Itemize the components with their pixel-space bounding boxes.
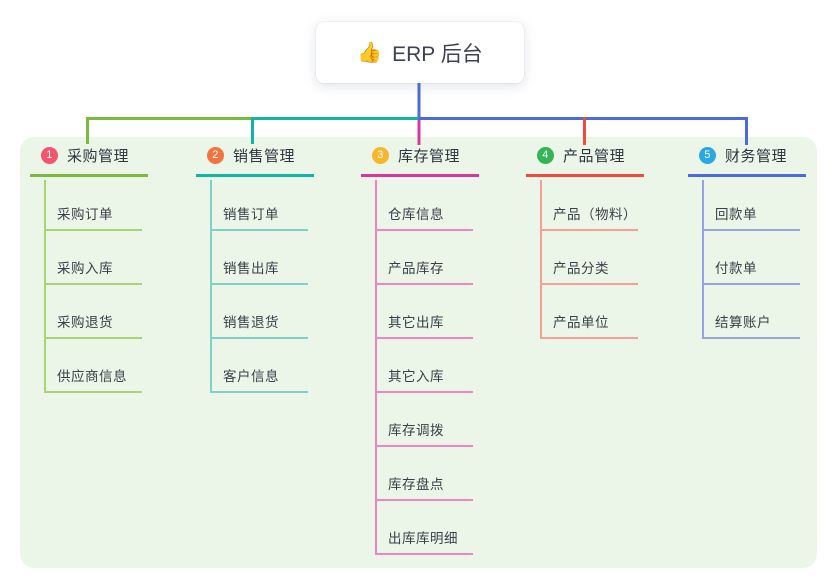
branch-node-purchase[interactable]: 1 采购管理 [30, 137, 148, 177]
branch-node-inventory[interactable]: 3 库存管理 [361, 137, 479, 177]
child-label: 销售出库 [223, 261, 279, 276]
child-label: 采购退货 [57, 315, 113, 330]
branch-col-finance: 5 财务管理 回款单 付款单 结算账户 [688, 137, 806, 339]
child-label: 仓库信息 [388, 207, 444, 222]
branch-number-badge: 1 [41, 147, 58, 164]
branch-node-sales[interactable]: 2 销售管理 [196, 137, 314, 177]
child-label: 销售退货 [223, 315, 279, 330]
child-node[interactable]: 其它入库 [361, 339, 479, 393]
root-label: ERP 后台 [392, 42, 483, 66]
child-label: 产品库存 [388, 261, 444, 276]
child-node[interactable]: 出库库明细 [361, 501, 479, 555]
thumbs-up-icon: 👍 [357, 42, 383, 64]
branch-number-badge: 2 [207, 147, 224, 164]
root-node[interactable]: 👍 ERP 后台 [316, 22, 524, 83]
child-label: 采购订单 [57, 207, 113, 222]
branch-number-badge: 4 [537, 147, 554, 164]
child-node[interactable]: 库存调拨 [361, 393, 479, 447]
child-node[interactable]: 销售订单 [196, 177, 314, 231]
branch-number-badge: 5 [699, 147, 716, 164]
branch-node-product[interactable]: 4 产品管理 [526, 137, 644, 177]
branch-label: 产品管理 [563, 148, 626, 165]
child-node[interactable]: 供应商信息 [30, 339, 148, 393]
child-label: 出库库明细 [388, 531, 458, 546]
branch-node-finance[interactable]: 5 财务管理 [688, 137, 806, 177]
child-node[interactable]: 其它出库 [361, 285, 479, 339]
child-label: 库存盘点 [388, 477, 444, 492]
branch-col-product: 4 产品管理 产品（物料） 产品分类 产品单位 [526, 137, 644, 339]
child-label: 销售订单 [223, 207, 279, 222]
branch-label: 采购管理 [67, 148, 130, 165]
branch-children-connector [702, 180, 704, 339]
branch-children-connector [44, 180, 46, 393]
child-node[interactable]: 仓库信息 [361, 177, 479, 231]
child-label: 库存调拨 [388, 423, 444, 438]
branch-label: 库存管理 [398, 148, 461, 165]
child-label: 付款单 [715, 261, 757, 276]
child-node[interactable]: 付款单 [688, 231, 806, 285]
branch-col-sales: 2 销售管理 销售订单 销售出库 销售退货 客户信息 [196, 137, 314, 393]
child-label: 产品（物料） [553, 207, 637, 222]
branch-children-connector [540, 180, 542, 339]
child-label: 供应商信息 [57, 369, 127, 384]
child-label: 产品单位 [553, 315, 609, 330]
child-label: 客户信息 [223, 369, 279, 384]
child-node[interactable]: 产品（物料） [526, 177, 644, 231]
child-node[interactable]: 销售出库 [196, 231, 314, 285]
child-label: 回款单 [715, 207, 757, 222]
child-label: 结算账户 [715, 315, 771, 330]
branch-col-inventory: 3 库存管理 仓库信息 产品库存 其它出库 其它入库 库存调拨 库存盘点 出库库… [361, 137, 479, 555]
branch-label: 销售管理 [233, 148, 296, 165]
branch-children-connector [375, 180, 377, 555]
child-node[interactable]: 产品库存 [361, 231, 479, 285]
child-node[interactable]: 库存盘点 [361, 447, 479, 501]
branch-label: 财务管理 [725, 148, 788, 165]
child-node[interactable]: 采购退货 [30, 285, 148, 339]
branch-col-purchase: 1 采购管理 采购订单 采购入库 采购退货 供应商信息 [30, 137, 148, 393]
child-node[interactable]: 采购订单 [30, 177, 148, 231]
child-label: 其它入库 [388, 369, 444, 384]
branch-children-connector [210, 180, 212, 393]
child-node[interactable]: 销售退货 [196, 285, 314, 339]
branches-panel [20, 137, 817, 568]
child-node[interactable]: 回款单 [688, 177, 806, 231]
child-node[interactable]: 客户信息 [196, 339, 314, 393]
connector-lines [86, 83, 748, 145]
branch-number-badge: 3 [372, 147, 389, 164]
child-node[interactable]: 产品单位 [526, 285, 644, 339]
child-node[interactable]: 采购入库 [30, 231, 148, 285]
child-node[interactable]: 结算账户 [688, 285, 806, 339]
child-label: 产品分类 [553, 261, 609, 276]
child-label: 采购入库 [57, 261, 113, 276]
child-label: 其它出库 [388, 315, 444, 330]
child-node[interactable]: 产品分类 [526, 231, 644, 285]
